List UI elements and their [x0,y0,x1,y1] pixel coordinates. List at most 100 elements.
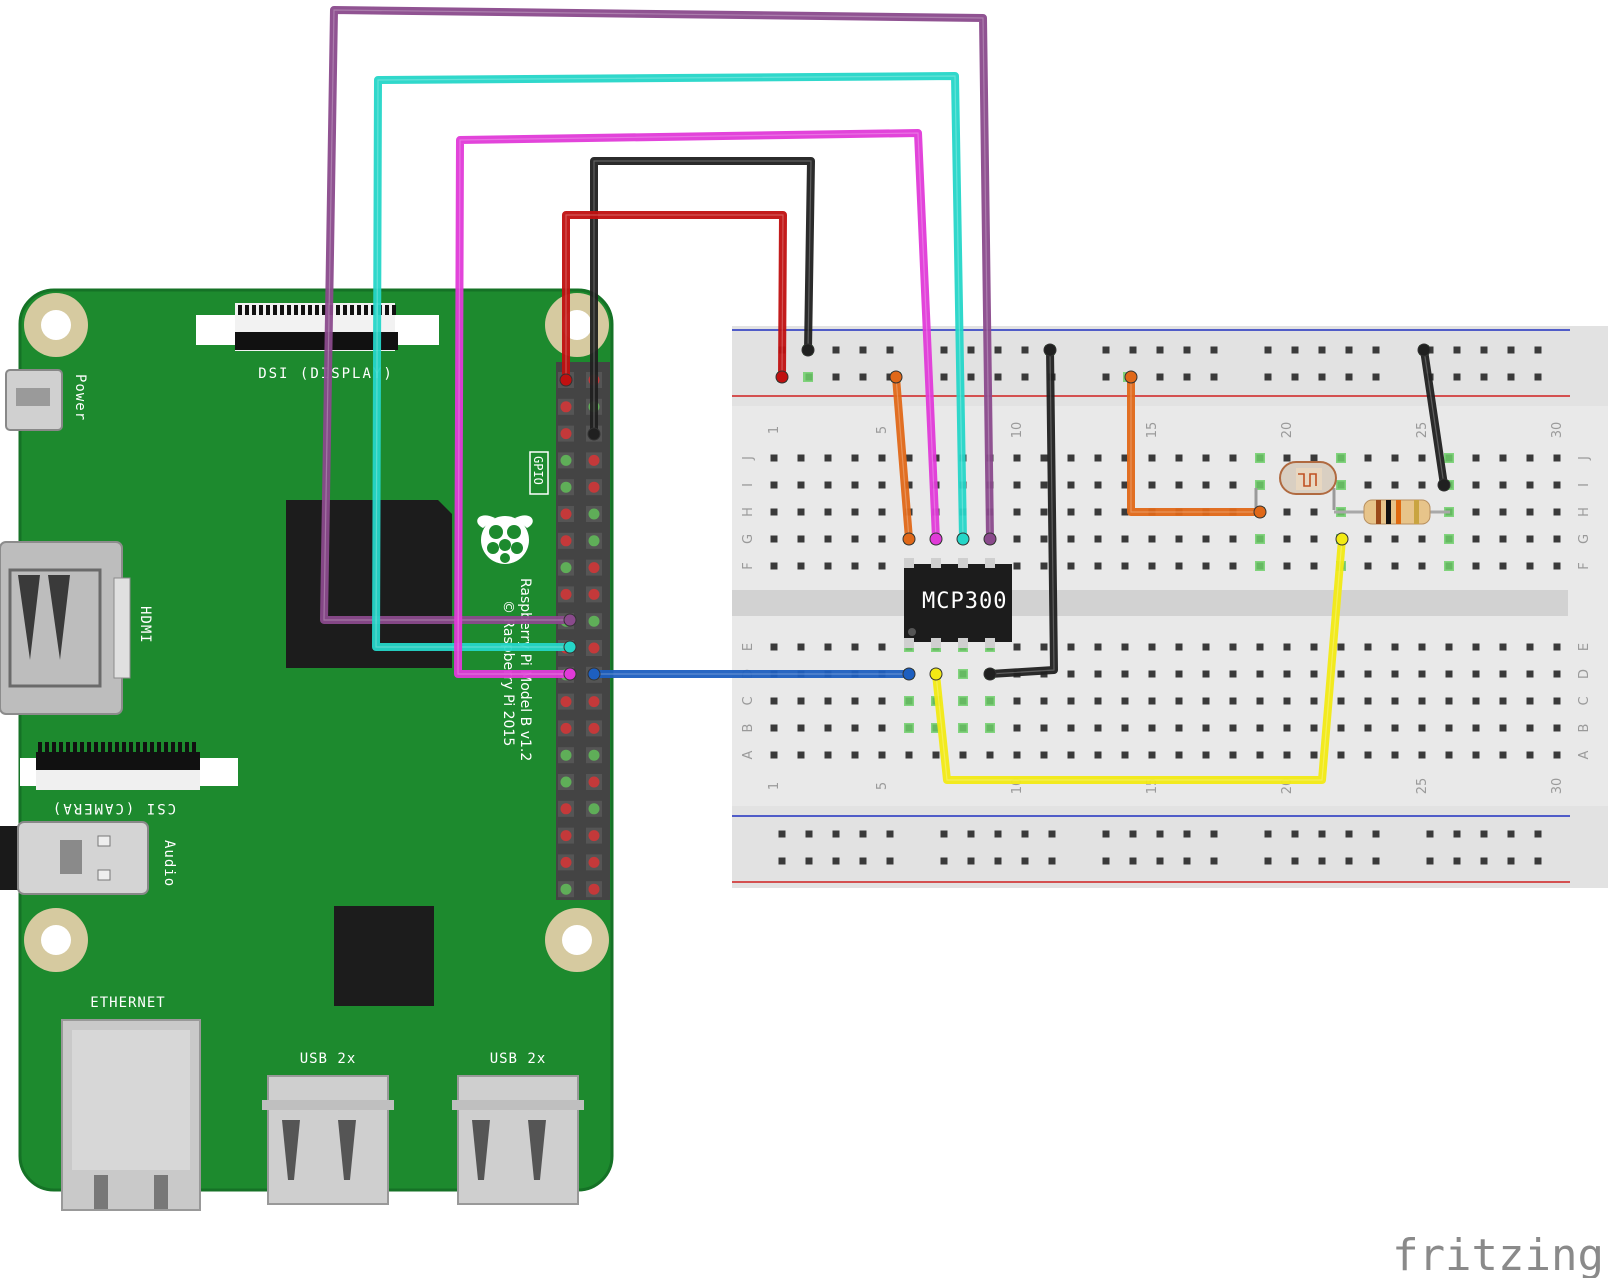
breadboard-hole [1283,508,1291,516]
breadboard-hole [1553,562,1561,570]
column-number-top: 30 [1550,422,1565,439]
breadboard-hole [1175,481,1183,489]
breadboard-hole [1121,481,1129,489]
breadboard-hole [905,454,913,462]
breadboard-hole [1229,643,1237,651]
breadboard-hole [1526,562,1534,570]
row-letter: A [1577,750,1592,759]
breadboard-hole [878,724,886,732]
gpio-pin [588,508,600,520]
breadboard-hole [1445,751,1453,759]
rail-hole [1021,857,1029,865]
gpio-label: GPIO [531,456,545,485]
breadboard-hole [1067,454,1075,462]
rail-hole [1291,857,1299,865]
orange-wire-highlight [1130,377,1260,513]
red-wire [562,211,787,384]
breadboard-hole [851,724,859,732]
breadboard-hole [1391,562,1399,570]
wire-end [775,370,789,384]
breadboard-hole [1364,724,1372,732]
rail-hole [805,857,813,865]
breadboard-hole [1013,643,1021,651]
rail-hole [1345,830,1353,838]
rail-hole [1345,373,1353,381]
rail-hole [1318,373,1326,381]
dsi-tooth [308,305,312,315]
rail-hole [1156,346,1164,354]
breadboard-hole [1013,535,1021,543]
breadboard-hole [1418,751,1426,759]
rail-hole [1129,830,1137,838]
breadboard-hole [1364,670,1372,678]
csi-connector [20,742,238,790]
breadboard-hole [1094,508,1102,516]
breadboard-hole [851,562,859,570]
rail-hole [1372,857,1380,865]
rail-hole [1264,857,1272,865]
dsi-tooth [322,305,326,315]
breadboard-hole [1337,724,1345,732]
connected-hole [1255,561,1265,571]
column-number-top: 10 [1010,422,1025,439]
breadboard-hole [1256,670,1264,678]
rail-hole [1507,346,1515,354]
rail-hole [967,373,975,381]
csi-tooth [164,742,168,752]
gpio-pin [588,642,600,654]
csi-tooth [157,742,161,752]
csi-tooth [185,742,189,752]
breadboard-hole [1391,670,1399,678]
rail-hole [1453,857,1461,865]
breadboard-hole [1391,751,1399,759]
dsi-tooth [315,305,319,315]
dsi-tooth [336,305,340,315]
breadboard-hole [1499,643,1507,651]
breadboard-hole [1283,697,1291,705]
breadboard-hole [1013,508,1021,516]
breadboard-hole [1067,481,1075,489]
rail-hole [1156,857,1164,865]
breadboard-hole [1202,724,1210,732]
breadboard-hole [1067,508,1075,516]
rail-hole [1156,830,1164,838]
breadboard-hole [1418,562,1426,570]
rail-hole [1453,830,1461,838]
breadboard-hole [1256,643,1264,651]
breadboard-hole [1121,535,1129,543]
breadboard-hole [1229,535,1237,543]
breadboard-hole [770,724,778,732]
breadboard-hole [1445,643,1453,651]
rail-hole [1156,373,1164,381]
breadboard-hole [1391,481,1399,489]
rail-hole [1372,373,1380,381]
chip-label: MCP300 [922,589,1007,614]
rail-hole [1291,830,1299,838]
breadboard-hole [851,454,859,462]
breadboard-hole [1418,670,1426,678]
rail-hole [1372,830,1380,838]
orange-wire [1127,373,1264,516]
breadboard-hole [1175,643,1183,651]
breadboard-hole [1175,724,1183,732]
dsi-tooth [350,305,354,315]
breadboard-hole [1526,724,1534,732]
breadboard-hole [1445,697,1453,705]
rail-hole [1291,346,1299,354]
breadboard-hole [1472,670,1480,678]
breadboard-hole [1121,697,1129,705]
rail-hole [994,373,1002,381]
breadboard-hole [1229,454,1237,462]
breadboard-hole [1472,697,1480,705]
breadboard-hole [1148,454,1156,462]
wire-end [983,667,997,681]
connected-hole [958,669,968,679]
breadboard-hole [824,697,832,705]
breadboard-hole [824,643,832,651]
rail-hole [967,346,975,354]
gpio-pin [588,776,600,788]
csi-tooth [129,742,133,752]
breadboard-hole [1310,724,1318,732]
rail-hole [1426,857,1434,865]
